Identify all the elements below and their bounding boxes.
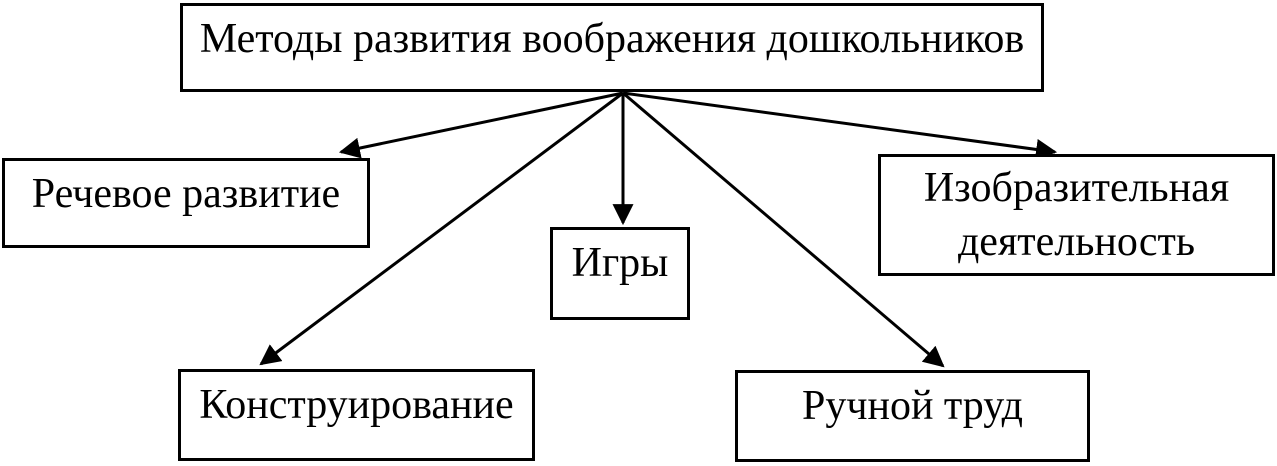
arrow-title-to-speech [338,91,624,159]
node-speech-development: Речевое развитие [2,158,370,248]
node-title-label: Методы развития воображения дошкольников [199,16,1025,62]
node-games-label: Игры [571,240,669,286]
node-speech-development-label: Речевое развитие [31,171,341,217]
node-title: Методы развития воображения дошкольников [180,3,1044,92]
node-construction: Конструирование [178,369,535,461]
node-visual-activity-label: Изобразительная деятельность [923,165,1230,265]
node-visual-activity: Изобразительная деятельность [878,154,1275,276]
node-games: Игры [550,227,690,320]
arrow-title-to-visual [622,91,1058,160]
node-manual-labor: Ручной труд [735,370,1090,462]
node-manual-labor-label: Ручной труд [802,383,1023,429]
node-construction-label: Конструирование [199,382,514,428]
